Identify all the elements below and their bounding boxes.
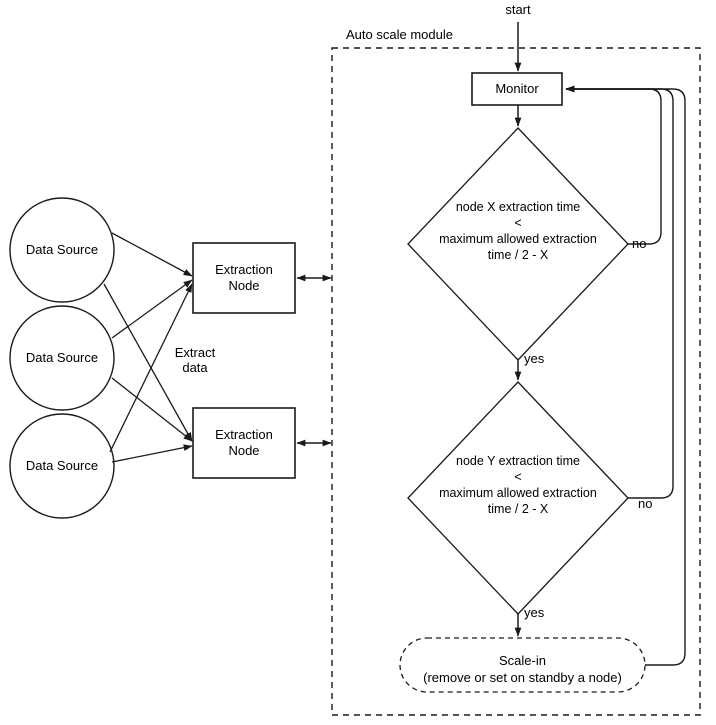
scale-in-box[interactable] bbox=[399, 637, 646, 693]
data-source-label-1: Data Source bbox=[25, 242, 99, 257]
edge-ds2-to-en1 bbox=[111, 279, 193, 339]
extraction-node-label-2: Extraction Node bbox=[215, 427, 273, 458]
edge-ds3-to-en1 bbox=[109, 283, 193, 453]
data-source-label-2: Data Source bbox=[25, 350, 99, 365]
edge-scale-in-to-monitor bbox=[565, 85, 686, 666]
edge-ds1-to-en1 bbox=[111, 232, 193, 277]
monitor-label: Monitor bbox=[495, 81, 539, 96]
decision-diamond-1[interactable] bbox=[407, 127, 629, 361]
extraction-node-label-1: Extraction Node bbox=[215, 262, 273, 293]
data-source-label-3: Data Source bbox=[25, 458, 99, 473]
edge-ds1-to-en2 bbox=[103, 283, 193, 442]
monitor-box[interactable] bbox=[471, 72, 563, 106]
data-source-circle-3[interactable] bbox=[9, 413, 115, 519]
data-source-circle-2[interactable] bbox=[9, 305, 115, 411]
edge-ds2-to-en2 bbox=[111, 377, 193, 442]
extraction-node-box-2[interactable] bbox=[192, 407, 296, 479]
extraction-node-box-1[interactable] bbox=[192, 242, 296, 314]
data-source-circle-1[interactable] bbox=[9, 197, 115, 303]
edge-decision-2-no-to-monitor bbox=[565, 85, 674, 499]
edge-ds3-to-en2 bbox=[111, 444, 193, 463]
decision-diamond-2[interactable] bbox=[407, 381, 629, 615]
